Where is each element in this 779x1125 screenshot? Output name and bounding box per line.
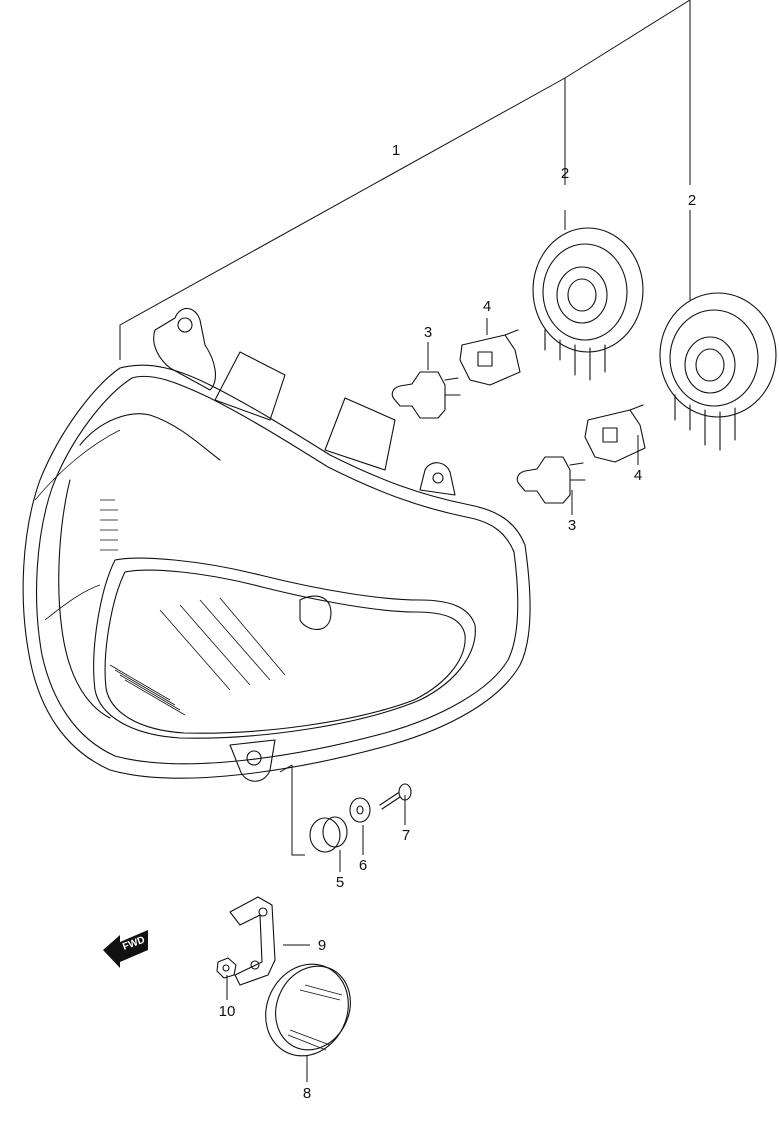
fwd-arrow-icon: FWD (103, 930, 148, 968)
grommet (309, 816, 348, 853)
callout-7: 7 (402, 827, 410, 844)
callout-2-upper: 2 (561, 165, 569, 182)
headlight-housing (22, 307, 531, 782)
callout-2-lower: 2 (688, 192, 696, 209)
holder-upper (459, 329, 521, 386)
washer (349, 797, 371, 823)
reflector (265, 963, 351, 1057)
callout-4-upper: 4 (483, 298, 491, 315)
socket-lower (659, 292, 777, 451)
callout-labels: 1 2 2 3 3 4 4 5 6 7 8 9 10 (219, 142, 697, 1102)
callout-1: 1 (392, 142, 400, 159)
bulb-lower (516, 456, 586, 504)
bracket (229, 896, 276, 986)
callout-4-lower: 4 (634, 467, 642, 484)
leader-lines (119, 0, 691, 1082)
callout-9: 9 (318, 937, 326, 954)
bulb-upper (391, 371, 461, 419)
callout-8: 8 (303, 1085, 311, 1102)
holder-lower (584, 404, 646, 463)
screw (379, 783, 412, 810)
callout-10: 10 (219, 1003, 236, 1020)
socket-upper (532, 227, 644, 381)
callout-3-lower: 3 (568, 517, 576, 534)
callout-5: 5 (336, 874, 344, 891)
nut (216, 957, 237, 979)
callout-6: 6 (359, 857, 367, 874)
callout-3-upper: 3 (424, 324, 432, 341)
